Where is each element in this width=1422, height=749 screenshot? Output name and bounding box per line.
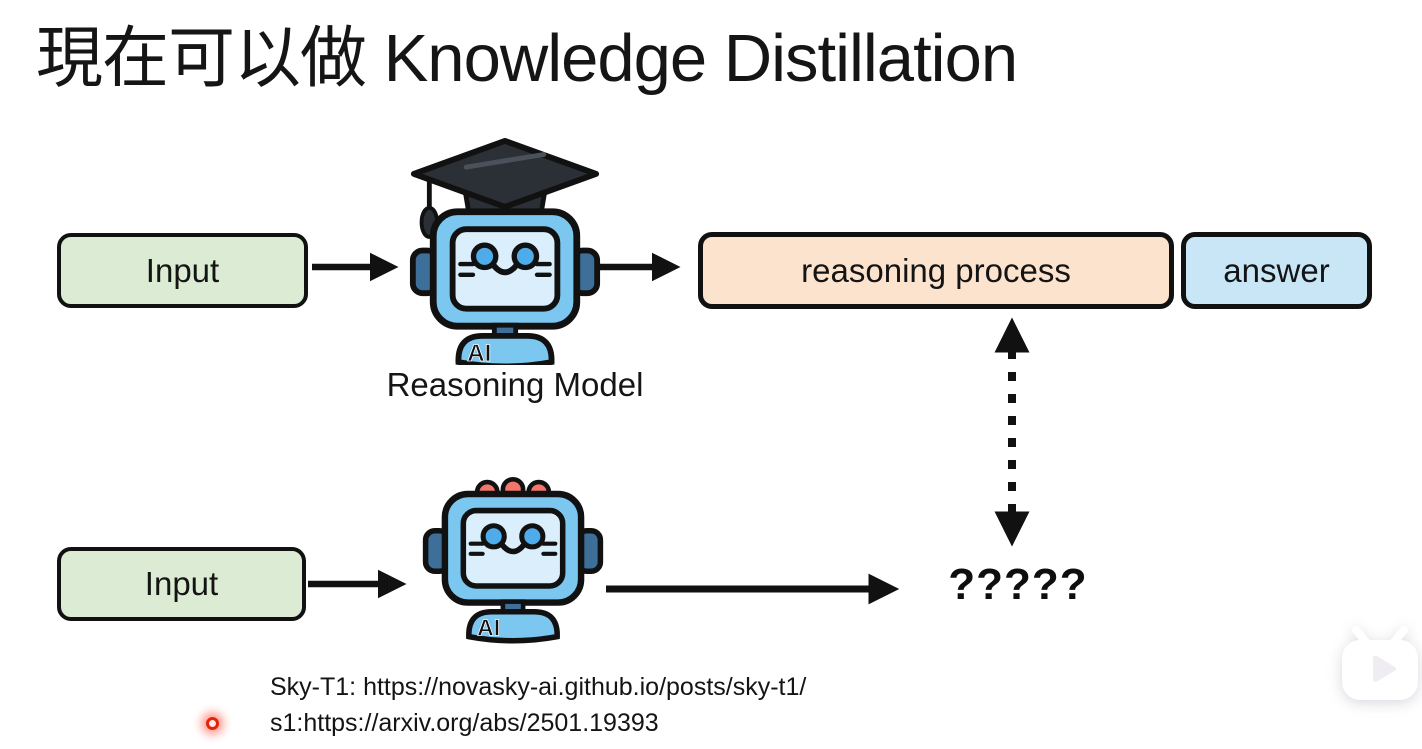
play-triangle-icon [1373, 655, 1397, 682]
input-label-bottom: Input [144, 565, 219, 602]
citation-block: Sky-T1: https://novasky-ai.github.io/pos… [270, 669, 806, 741]
student-robot-icon: AI [422, 476, 604, 644]
reasoning-process-box: reasoning process [698, 232, 1174, 309]
robot-smile [490, 262, 520, 276]
answer-box: answer [1181, 232, 1372, 309]
robot-head [422, 490, 604, 606]
citation-line-skyt1: Sky-T1: https://novasky-ai.github.io/pos… [270, 673, 807, 701]
robot-whiskers [468, 541, 558, 556]
input-label-top: Input [145, 251, 220, 289]
input-box-bottom: Input [57, 547, 306, 621]
robot-body: AI [466, 599, 560, 644]
robot-whiskers [458, 261, 552, 277]
robot-smile [499, 541, 527, 555]
citation-line-s1: s1:https://arxiv.org/abs/2501.19393 [270, 709, 659, 737]
robot-ai-badge: AI [477, 615, 500, 641]
slide-title: 現在可以做 Knowledge Distillation [36, 21, 1018, 96]
unknown-output-label: ????? [948, 560, 1088, 609]
robot-ai-badge: AI [467, 340, 491, 365]
laser-pointer-dot [206, 717, 219, 730]
reasoning-model-caption: Reasoning Model [386, 366, 644, 403]
reasoning-process-label: reasoning process [801, 251, 1071, 289]
answer-label: answer [1223, 251, 1330, 289]
tv-play-watermark-icon [1342, 626, 1418, 700]
graduate-robot-icon: AI [409, 137, 601, 365]
robot-body: AI [455, 322, 555, 365]
robot-head [409, 208, 601, 330]
input-box-top: Input [57, 233, 308, 308]
